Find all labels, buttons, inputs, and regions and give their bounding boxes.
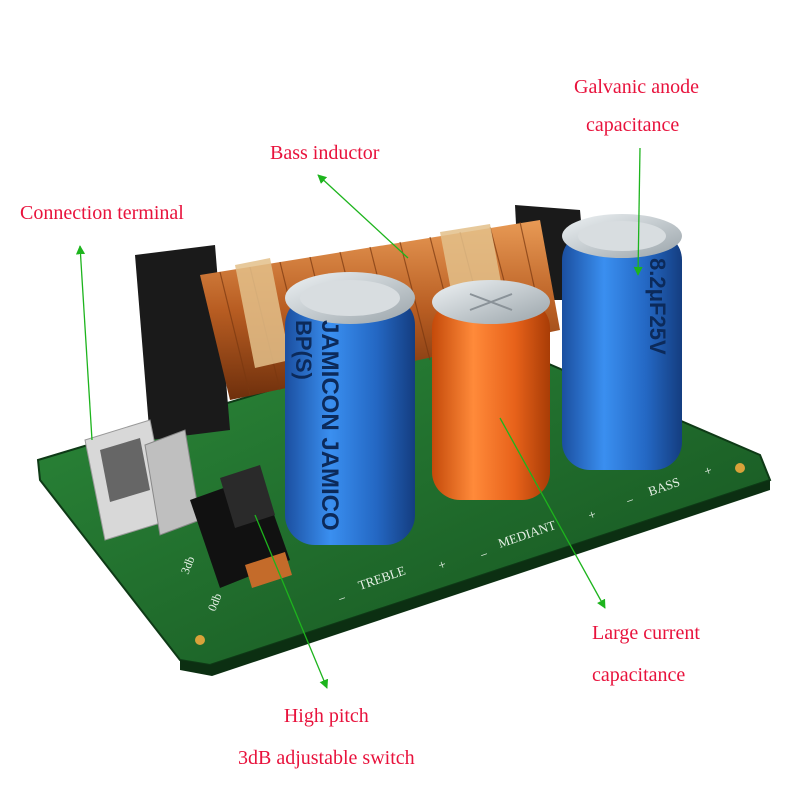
arrow-large-current: [499, 417, 606, 609]
callout-pitch-switch: High pitch 3dB adjustable switch: [238, 706, 415, 768]
bass-plus: +: [702, 462, 714, 479]
callout-large-current: Large current capacitance: [592, 623, 700, 685]
callout-large-line2: capacitance: [592, 664, 686, 686]
callout-galvanic-line1: Galvanic anode: [574, 76, 699, 98]
arrow-connection: [75, 245, 93, 441]
callout-connection-terminal-text: Connection terminal: [20, 202, 184, 224]
treble-plus: +: [436, 556, 448, 573]
pcb-hole: [195, 635, 205, 645]
callout-bass-inductor: Bass inductor: [270, 143, 379, 163]
pointer-arrows: [75, 147, 643, 689]
orange-capacitor: [432, 280, 550, 500]
callout-connection-terminal: Connection terminal: [20, 203, 184, 223]
callout-bass-inductor-text: Bass inductor: [270, 142, 380, 164]
cap1-brand: JAMICON JAMICO: [316, 320, 343, 531]
db0-label: 0db: [205, 591, 225, 613]
arrow-pitch-switch: [254, 514, 329, 689]
treble-minus: −: [336, 590, 348, 607]
pcb-hole: [735, 463, 745, 473]
blue-capacitor-jamicon: JAMICON JAMICO BP(S): [285, 272, 415, 545]
callout-large-line1: Large current: [592, 622, 700, 644]
bass-minus: −: [624, 492, 636, 509]
connection-terminal: [84, 419, 201, 541]
callout-galvanic-anode: Galvanic anode capacitance: [574, 77, 699, 135]
cap1-bp: BP(S): [291, 320, 316, 380]
callout-pitch-line2: 3dB adjustable switch: [238, 747, 415, 769]
cap3-value: 8.2μF25V: [645, 258, 670, 355]
callout-pitch-line1: High pitch: [283, 705, 369, 727]
mediant-plus: +: [586, 506, 598, 523]
tall-blue-capacitor: 8.2μF25V: [562, 214, 682, 470]
mediant-minus: −: [478, 546, 490, 563]
db3-label: 3db: [178, 554, 198, 576]
pitch-switch: [190, 465, 292, 588]
callout-galvanic-line2: capacitance: [586, 114, 680, 136]
arrow-bass-inductor: [317, 174, 409, 259]
arrow-galvanic: [633, 147, 643, 276]
